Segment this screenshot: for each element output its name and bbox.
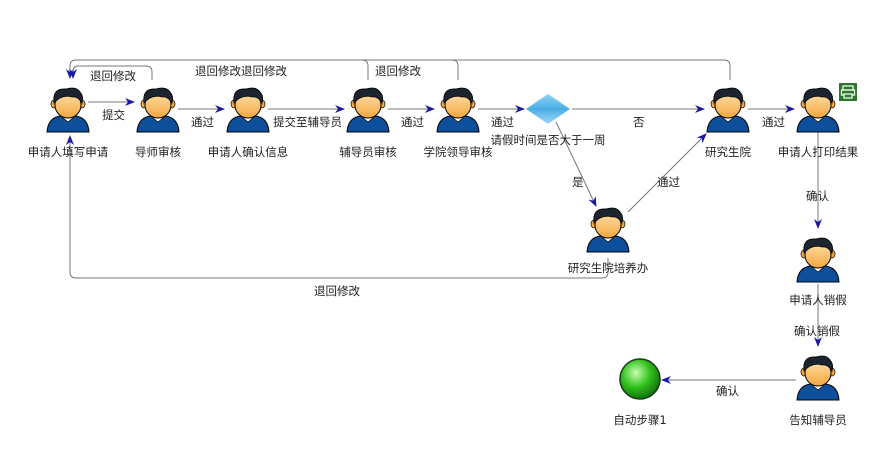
- edge-label-confirm: 确认: [806, 189, 829, 203]
- edge-label-pass: 通过: [191, 115, 214, 129]
- node-counselor-review[interactable]: 辅导员审核: [339, 87, 397, 159]
- return-edge-n5: [451, 59, 459, 80]
- end-circle-icon: [619, 358, 661, 400]
- edge-label-confirm: 确认: [716, 384, 739, 398]
- node-label: 请假时间是否大于一周: [491, 133, 606, 147]
- return-label: 退回修改: [314, 284, 360, 298]
- edge-decision-n8: [555, 121, 597, 207]
- node-label: 研究生院培养办: [568, 261, 649, 275]
- node-label: 申请人填写申请: [28, 145, 109, 159]
- return-label: 退回修改: [90, 69, 136, 83]
- node-label: 辅导员审核: [339, 145, 397, 159]
- edge-label-yes: 是: [572, 175, 584, 189]
- node-auto-step[interactable]: 自动步骤1: [613, 358, 667, 427]
- node-applicant-cancel-leave[interactable]: 申请人销假: [789, 237, 847, 307]
- return-label: 退回修改退回修改: [195, 64, 287, 78]
- node-label: 申请人销假: [789, 293, 847, 307]
- edge-label-pass: 通过: [657, 175, 680, 189]
- node-tutor-review[interactable]: 导师审核: [135, 87, 181, 159]
- node-label: 研究生院: [705, 145, 751, 159]
- node-label: 导师审核: [135, 145, 181, 159]
- printer-icon[interactable]: [839, 83, 857, 101]
- diamond-icon: [526, 94, 570, 124]
- node-label: 学院领导审核: [424, 145, 493, 159]
- node-label: 自动步骤1: [613, 413, 666, 427]
- edge-label-confirm-return: 确认销假: [794, 324, 840, 338]
- return-edge-n6: [66, 59, 731, 80]
- node-label: 申请人打印结果: [778, 145, 859, 159]
- edge-label-submit-counselor: 提交至辅导员: [273, 115, 342, 129]
- return-edge-n4: [361, 59, 369, 80]
- return-label: 退回修改: [375, 64, 421, 78]
- edge-label-pass: 通过: [762, 115, 785, 129]
- node-graduate-training-office[interactable]: 研究生院培养办: [568, 207, 649, 275]
- edge-label-no: 否: [633, 115, 645, 129]
- node-label: 申请人确认信息: [208, 145, 289, 159]
- node-applicant-fill[interactable]: 申请人填写申请: [28, 87, 109, 159]
- node-college-leader-review[interactable]: 学院领导审核: [424, 87, 493, 159]
- edge-label-pass: 通过: [401, 115, 424, 129]
- node-applicant-confirm[interactable]: 申请人确认信息: [208, 87, 289, 159]
- node-notify-counselor[interactable]: 告知辅导员: [789, 355, 847, 427]
- node-label: 告知辅导员: [789, 413, 847, 427]
- return-edge-n8: [66, 135, 609, 279]
- node-graduate-school[interactable]: 研究生院: [705, 87, 751, 159]
- edge-label-submit: 提交: [102, 108, 125, 122]
- node-applicant-print[interactable]: 申请人打印结果: [778, 87, 859, 159]
- return-edge-n2: [69, 65, 153, 80]
- decision-node[interactable]: 请假时间是否大于一周: [491, 94, 606, 147]
- edge-label-pass: 通过: [491, 115, 514, 129]
- edge-n8-n6: [627, 133, 707, 213]
